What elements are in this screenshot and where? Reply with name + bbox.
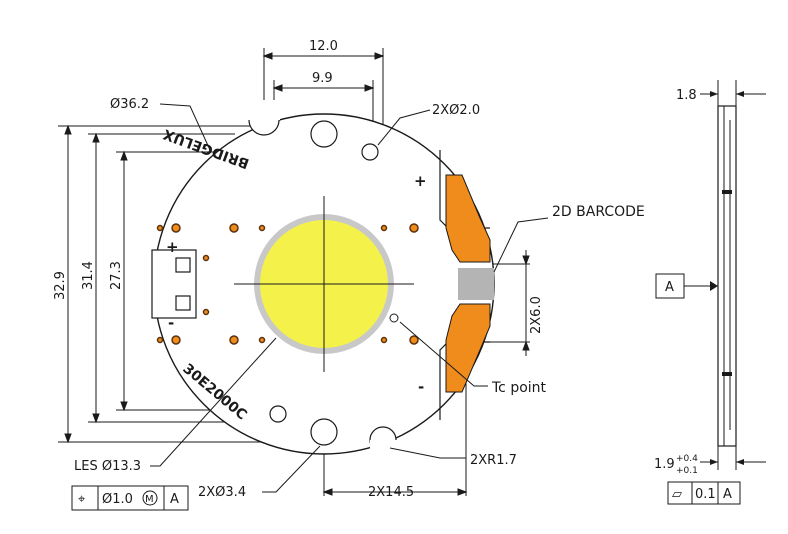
side-board xyxy=(717,105,737,447)
datum-box xyxy=(655,273,685,299)
connector-minus: - xyxy=(168,314,174,332)
dim-holes-3-4: 2XØ3.4 xyxy=(198,485,246,500)
callout-tc-point: Tc point xyxy=(491,380,547,396)
dim-height-27-3: 27.3 xyxy=(109,261,124,290)
mounting-hole-top xyxy=(310,120,338,148)
datum-label: A xyxy=(665,280,674,295)
minus-marking: - xyxy=(418,378,424,396)
dim-radius: 2XR1.7 xyxy=(470,453,517,468)
dimension-lines xyxy=(64,52,530,496)
position-symbol: ⌖ xyxy=(78,492,86,507)
anode-pad xyxy=(445,174,491,263)
flatness-symbol: ⏥ xyxy=(672,487,682,502)
position-value: Ø1.0 xyxy=(102,492,133,507)
cathode-pad xyxy=(445,303,491,393)
position-tolerance-frame: ⌖ Ø1.0 M A xyxy=(71,485,189,511)
dim-les: LES Ø13.3 xyxy=(74,459,141,474)
connector-plus: + xyxy=(166,238,179,256)
dim-thickness: 1.8 xyxy=(676,88,697,103)
dim-holes-2: 2XØ2.0 xyxy=(432,103,480,118)
connector-pin-bottom xyxy=(175,295,191,311)
barcode xyxy=(458,268,494,300)
callout-barcode: 2D BARCODE xyxy=(552,204,645,220)
dim-width-12: 12.0 xyxy=(309,39,338,54)
flatness-datum: A xyxy=(723,487,732,502)
leader-lines xyxy=(150,103,549,493)
dim-tol-minus: +0.1 xyxy=(676,466,698,476)
dim-thickness-bottom: 1.9 xyxy=(654,457,675,472)
mounting-hole-bottom xyxy=(310,418,338,446)
dim-height-32-9: 32.9 xyxy=(53,271,68,300)
dim-diameter-36-2: Ø36.2 xyxy=(110,97,149,112)
dim-tol-plus: +0.4 xyxy=(676,454,698,464)
dim-spacing: 2X14.5 xyxy=(368,485,414,500)
position-datum: A xyxy=(170,492,179,507)
position-modifier: M xyxy=(145,494,154,505)
dim-width-9-9: 9.9 xyxy=(312,71,333,86)
locating-hole-top xyxy=(361,143,379,161)
plus-marking: + xyxy=(414,172,427,190)
side-view: A 1.8 1.9 +0.4 +0.1 ⏥ 0.1 A xyxy=(654,80,766,505)
tc-point xyxy=(389,313,399,323)
les-centerlines xyxy=(234,196,414,372)
dim-pad-height: 2X6.0 xyxy=(529,296,544,334)
locating-hole-bottom xyxy=(269,405,287,423)
dim-height-31-4: 31.4 xyxy=(81,261,96,290)
connector-pin-top xyxy=(175,257,191,273)
flatness-value: 0.1 xyxy=(695,487,716,502)
test-points xyxy=(156,223,419,345)
